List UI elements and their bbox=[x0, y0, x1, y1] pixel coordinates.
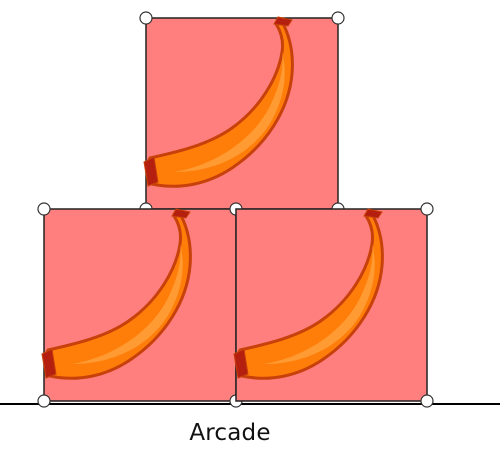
bottom-left-box[interactable] bbox=[37, 202, 243, 408]
resize-handle[interactable] bbox=[420, 202, 434, 216]
resize-handle[interactable] bbox=[139, 11, 153, 25]
ground-label: Arcade bbox=[189, 420, 271, 446]
top-box[interactable] bbox=[139, 11, 345, 216]
resize-handle[interactable] bbox=[420, 394, 434, 408]
resize-handle[interactable] bbox=[37, 394, 51, 408]
resize-handle[interactable] bbox=[331, 11, 345, 25]
resize-handle[interactable] bbox=[37, 202, 51, 216]
bottom-right-box[interactable] bbox=[232, 202, 434, 408]
